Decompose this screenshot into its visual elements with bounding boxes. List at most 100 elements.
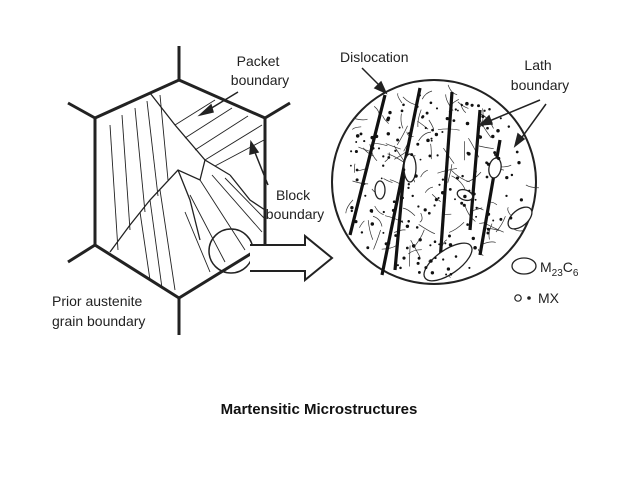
mx-precipitate — [417, 256, 421, 260]
dislocation-line — [525, 184, 540, 189]
mx-precipitate — [396, 264, 399, 267]
mx-precipitate — [350, 206, 354, 210]
dislocation-line — [417, 109, 422, 128]
mx-precipitate — [485, 175, 489, 179]
mx-precipitate — [359, 132, 363, 136]
mx-precipitate — [497, 156, 501, 161]
mx-precipitate — [445, 116, 449, 121]
mx-precipitate — [481, 114, 485, 119]
mx-precipitate — [466, 223, 469, 226]
mx-precipitate — [349, 164, 352, 167]
mx-precipitate — [414, 174, 418, 178]
mx-precipitate — [424, 126, 427, 130]
mx-precipitate — [454, 198, 456, 201]
mx-precipitate — [477, 104, 480, 108]
m23c6-carbide — [374, 180, 386, 200]
m23c6-legend-ellipse — [511, 257, 537, 275]
mx-precipitate — [407, 186, 410, 190]
mx-precipitate — [437, 196, 440, 200]
mx-precipitate — [448, 188, 452, 191]
mx-precipitate — [399, 266, 402, 270]
lath-boundary-line — [393, 159, 407, 271]
mx-precipitate — [456, 109, 459, 112]
mx-precipitate — [519, 198, 523, 202]
mx-precipitate — [431, 128, 434, 132]
mx-precipitate — [370, 135, 374, 140]
dislocation-label: Dislocation — [340, 49, 408, 65]
mx-precipitate — [499, 217, 503, 221]
mx-precipitate — [424, 266, 428, 270]
dislocation-line — [345, 199, 354, 214]
mx-precipitate — [505, 175, 509, 180]
m23c6-carbide — [488, 157, 502, 179]
mx-precipitate — [509, 216, 513, 220]
prior-austenite-label: Prior austenite grain boundary — [52, 293, 146, 329]
mx-precipitate — [398, 126, 401, 129]
dislocation-line — [418, 224, 436, 235]
dislocation-line — [417, 120, 429, 130]
dislocation-line — [372, 216, 383, 227]
mx-precipitate — [474, 198, 477, 201]
mx-precipitate — [486, 126, 489, 130]
mx-precipitate — [440, 190, 445, 195]
mx-precipitate — [463, 194, 467, 199]
mx-precipitate — [382, 164, 385, 167]
mx-precipitate — [430, 137, 433, 140]
dislocation-line — [468, 138, 480, 158]
mx-precipitate — [363, 183, 366, 185]
mx-precipitate — [483, 109, 486, 112]
mx-precipitate — [440, 249, 443, 252]
mx-precipitate — [428, 154, 432, 158]
mx-precipitate — [386, 132, 391, 136]
mx-precipitate — [407, 183, 410, 186]
mx-precipitate — [433, 240, 437, 243]
mx-precipitate — [380, 177, 383, 180]
dislocation-line — [402, 207, 416, 217]
lath-boundary-label: Lath boundary — [511, 57, 569, 93]
mx-precipitate — [472, 192, 476, 196]
mx-precipitate — [415, 226, 419, 229]
dislocation-line — [431, 193, 441, 202]
dislocation-line — [397, 93, 403, 104]
mx-precipitate — [507, 125, 511, 128]
mx-precipitate — [382, 231, 385, 234]
mx-precipitate — [441, 178, 445, 181]
dislocation-line — [410, 240, 421, 258]
mx-precipitate — [510, 173, 514, 177]
mx-precipitate — [429, 259, 433, 263]
dislocation-line — [382, 115, 389, 124]
mx-precipitate — [416, 142, 420, 146]
mx-precipitate — [416, 105, 419, 108]
mx-precipitate — [491, 134, 495, 139]
dislocation-line — [373, 229, 381, 250]
mx-precipitate — [417, 270, 421, 274]
mx-precipitate — [363, 140, 366, 143]
mx-precipitate — [355, 134, 360, 138]
mx-precipitate — [429, 244, 432, 247]
mx-precipitate — [401, 220, 403, 223]
mx-precipitate — [402, 168, 406, 171]
mx-precipitate — [421, 115, 424, 119]
dislocation-line — [418, 131, 432, 142]
mx-precipitate — [394, 149, 397, 152]
dislocation-line — [447, 164, 453, 183]
mx-precipitate — [374, 134, 379, 139]
mx-precipitate — [417, 205, 420, 208]
mx-precipitate — [360, 231, 364, 234]
dislocation-line — [400, 113, 404, 129]
mx-precipitate — [418, 238, 422, 242]
mx-precipitate — [493, 151, 497, 155]
mx-precipitate — [486, 227, 490, 231]
mx-precipitate — [401, 196, 405, 200]
mx-precipitate — [470, 103, 474, 107]
dislocation-line — [447, 84, 458, 95]
mx-precipitate — [515, 150, 519, 154]
mx-precipitate — [429, 101, 433, 105]
mx-precipitate — [468, 266, 471, 269]
dislocation-line — [383, 178, 393, 183]
mx-precipitate — [446, 267, 451, 271]
mx-precipitate — [475, 206, 478, 210]
mx-precipitate — [435, 107, 439, 110]
mx-precipitate — [416, 261, 420, 265]
mx-precipitate — [377, 147, 381, 150]
